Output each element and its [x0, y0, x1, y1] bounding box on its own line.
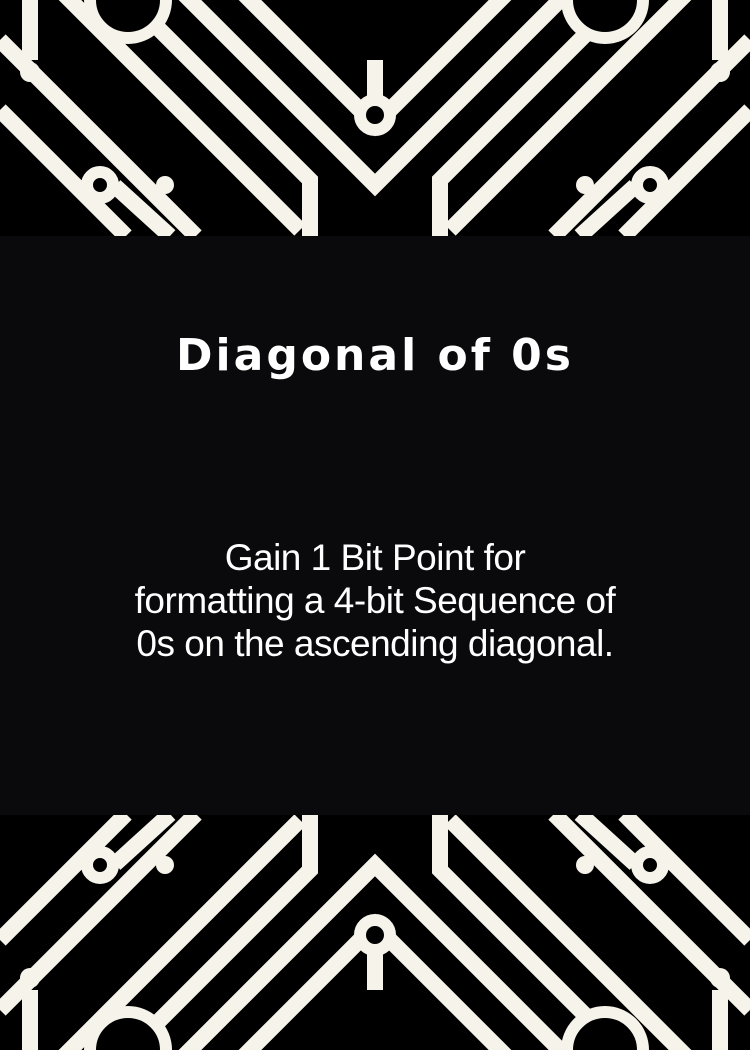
circuit-pattern-top-icon: [0, 0, 750, 236]
card-title: Diagonal of 0s: [176, 330, 574, 381]
card-text-panel: [0, 236, 750, 815]
card-description: Gain 1 Bit Point for formatting a 4-bit …: [75, 536, 675, 665]
description-line-1: Gain 1 Bit Point for: [224, 537, 526, 578]
description-line-3: 0s on the ascending diagonal.: [136, 623, 614, 664]
description-line-2: formatting a 4-bit Sequence of: [134, 580, 616, 621]
circuit-pattern-bottom-icon: [0, 815, 750, 1050]
